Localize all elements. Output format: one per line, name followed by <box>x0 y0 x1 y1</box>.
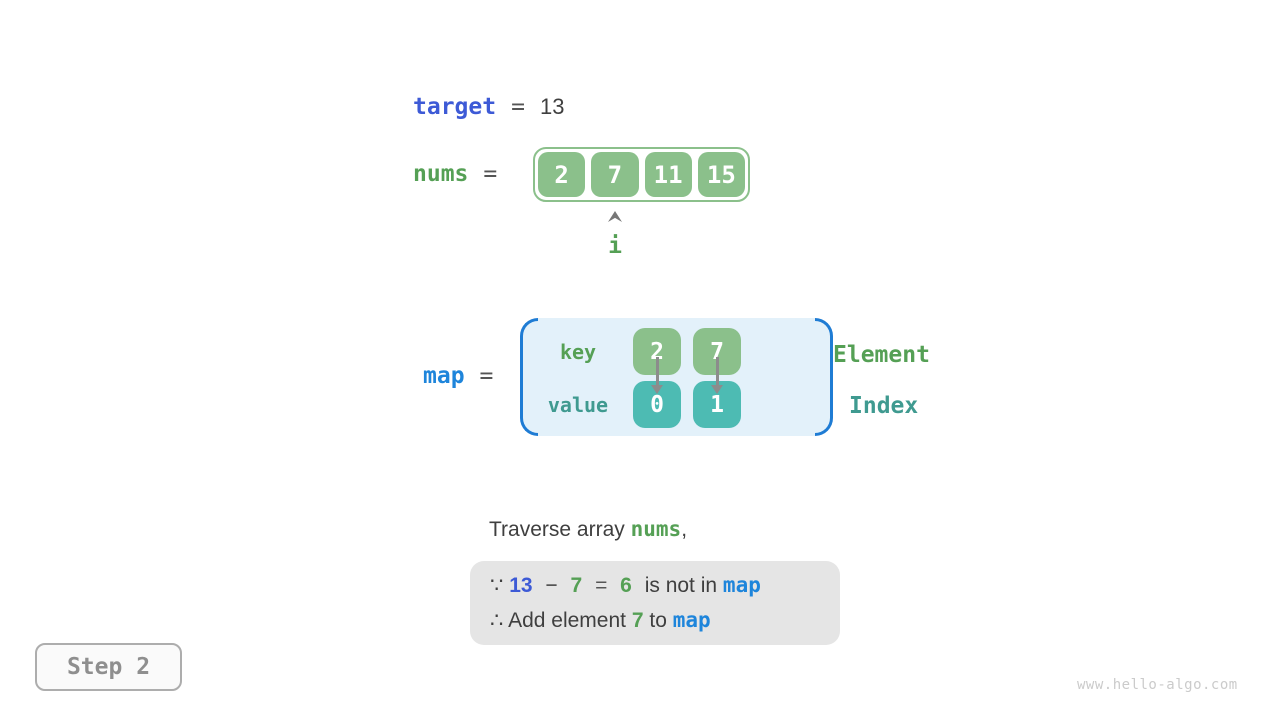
array-cell: 7 <box>591 152 639 197</box>
key-cell: 2 <box>633 328 681 375</box>
nums-label: nums = <box>413 161 497 187</box>
subtrahend: 7 <box>570 574 583 597</box>
index-pointer-label: i <box>608 233 622 259</box>
caption: Traverse array nums, <box>489 517 687 542</box>
result: 6 <box>620 574 632 597</box>
caption-suffix: , <box>681 518 688 541</box>
note-line-2: ∴ Add element 7 to map <box>490 603 820 638</box>
array-cell: 15 <box>697 152 745 197</box>
element-value: 7 <box>631 609 644 632</box>
note-text: Add element <box>508 609 626 632</box>
map-variable: map <box>423 363 465 389</box>
nums-array: 2 7 11 15 <box>533 147 750 202</box>
index-label: Index <box>849 393 919 419</box>
key-value-labels: key value <box>528 328 628 428</box>
right-bracket-icon <box>815 318 833 436</box>
map-ref: map <box>722 573 761 597</box>
map-label: map = <box>423 363 493 389</box>
array-cell: 11 <box>644 152 692 197</box>
map-ref: map <box>672 608 711 632</box>
element-label: Element <box>833 342 930 368</box>
minus-sign: − <box>545 574 558 597</box>
watermark: www.hello-algo.com <box>1077 677 1238 693</box>
because-sign: ∵ <box>490 574 504 597</box>
target-line: target = 13 <box>413 94 564 120</box>
up-arrow-icon <box>608 211 622 222</box>
note-line-1: ∵ 13 − 7 = 6 is not in map <box>490 568 820 603</box>
nums-variable: nums <box>413 161 469 187</box>
caption-prefix: Traverse array <box>489 518 625 541</box>
equals-sign: = <box>483 161 498 187</box>
value-label: value <box>547 392 609 417</box>
map-entry: 7 1 <box>693 328 741 428</box>
note-text: is not in <box>644 574 718 597</box>
equals-sign: = <box>595 574 608 597</box>
down-arrow-icon <box>651 357 663 394</box>
minuend: 13 <box>509 574 533 597</box>
down-arrow-icon <box>711 357 723 394</box>
array-cell: 2 <box>538 152 586 197</box>
target-variable: target <box>413 94 497 120</box>
therefore-sign: ∴ <box>490 609 504 632</box>
equals-sign: = <box>511 94 525 120</box>
equals-sign: = <box>479 363 494 389</box>
key-label: key <box>559 339 597 364</box>
target-value: 13 <box>539 94 565 119</box>
map-entries: 2 0 7 1 <box>633 328 741 428</box>
step-badge: Step 2 <box>35 643 182 691</box>
map-panel: key value 2 0 7 1 <box>520 318 833 436</box>
map-entry: 2 0 <box>633 328 681 428</box>
caption-nums-ref: nums <box>630 517 682 541</box>
note-text: to <box>649 609 667 632</box>
note-box: ∵ 13 − 7 = 6 is not in map ∴ Add element… <box>470 561 840 645</box>
